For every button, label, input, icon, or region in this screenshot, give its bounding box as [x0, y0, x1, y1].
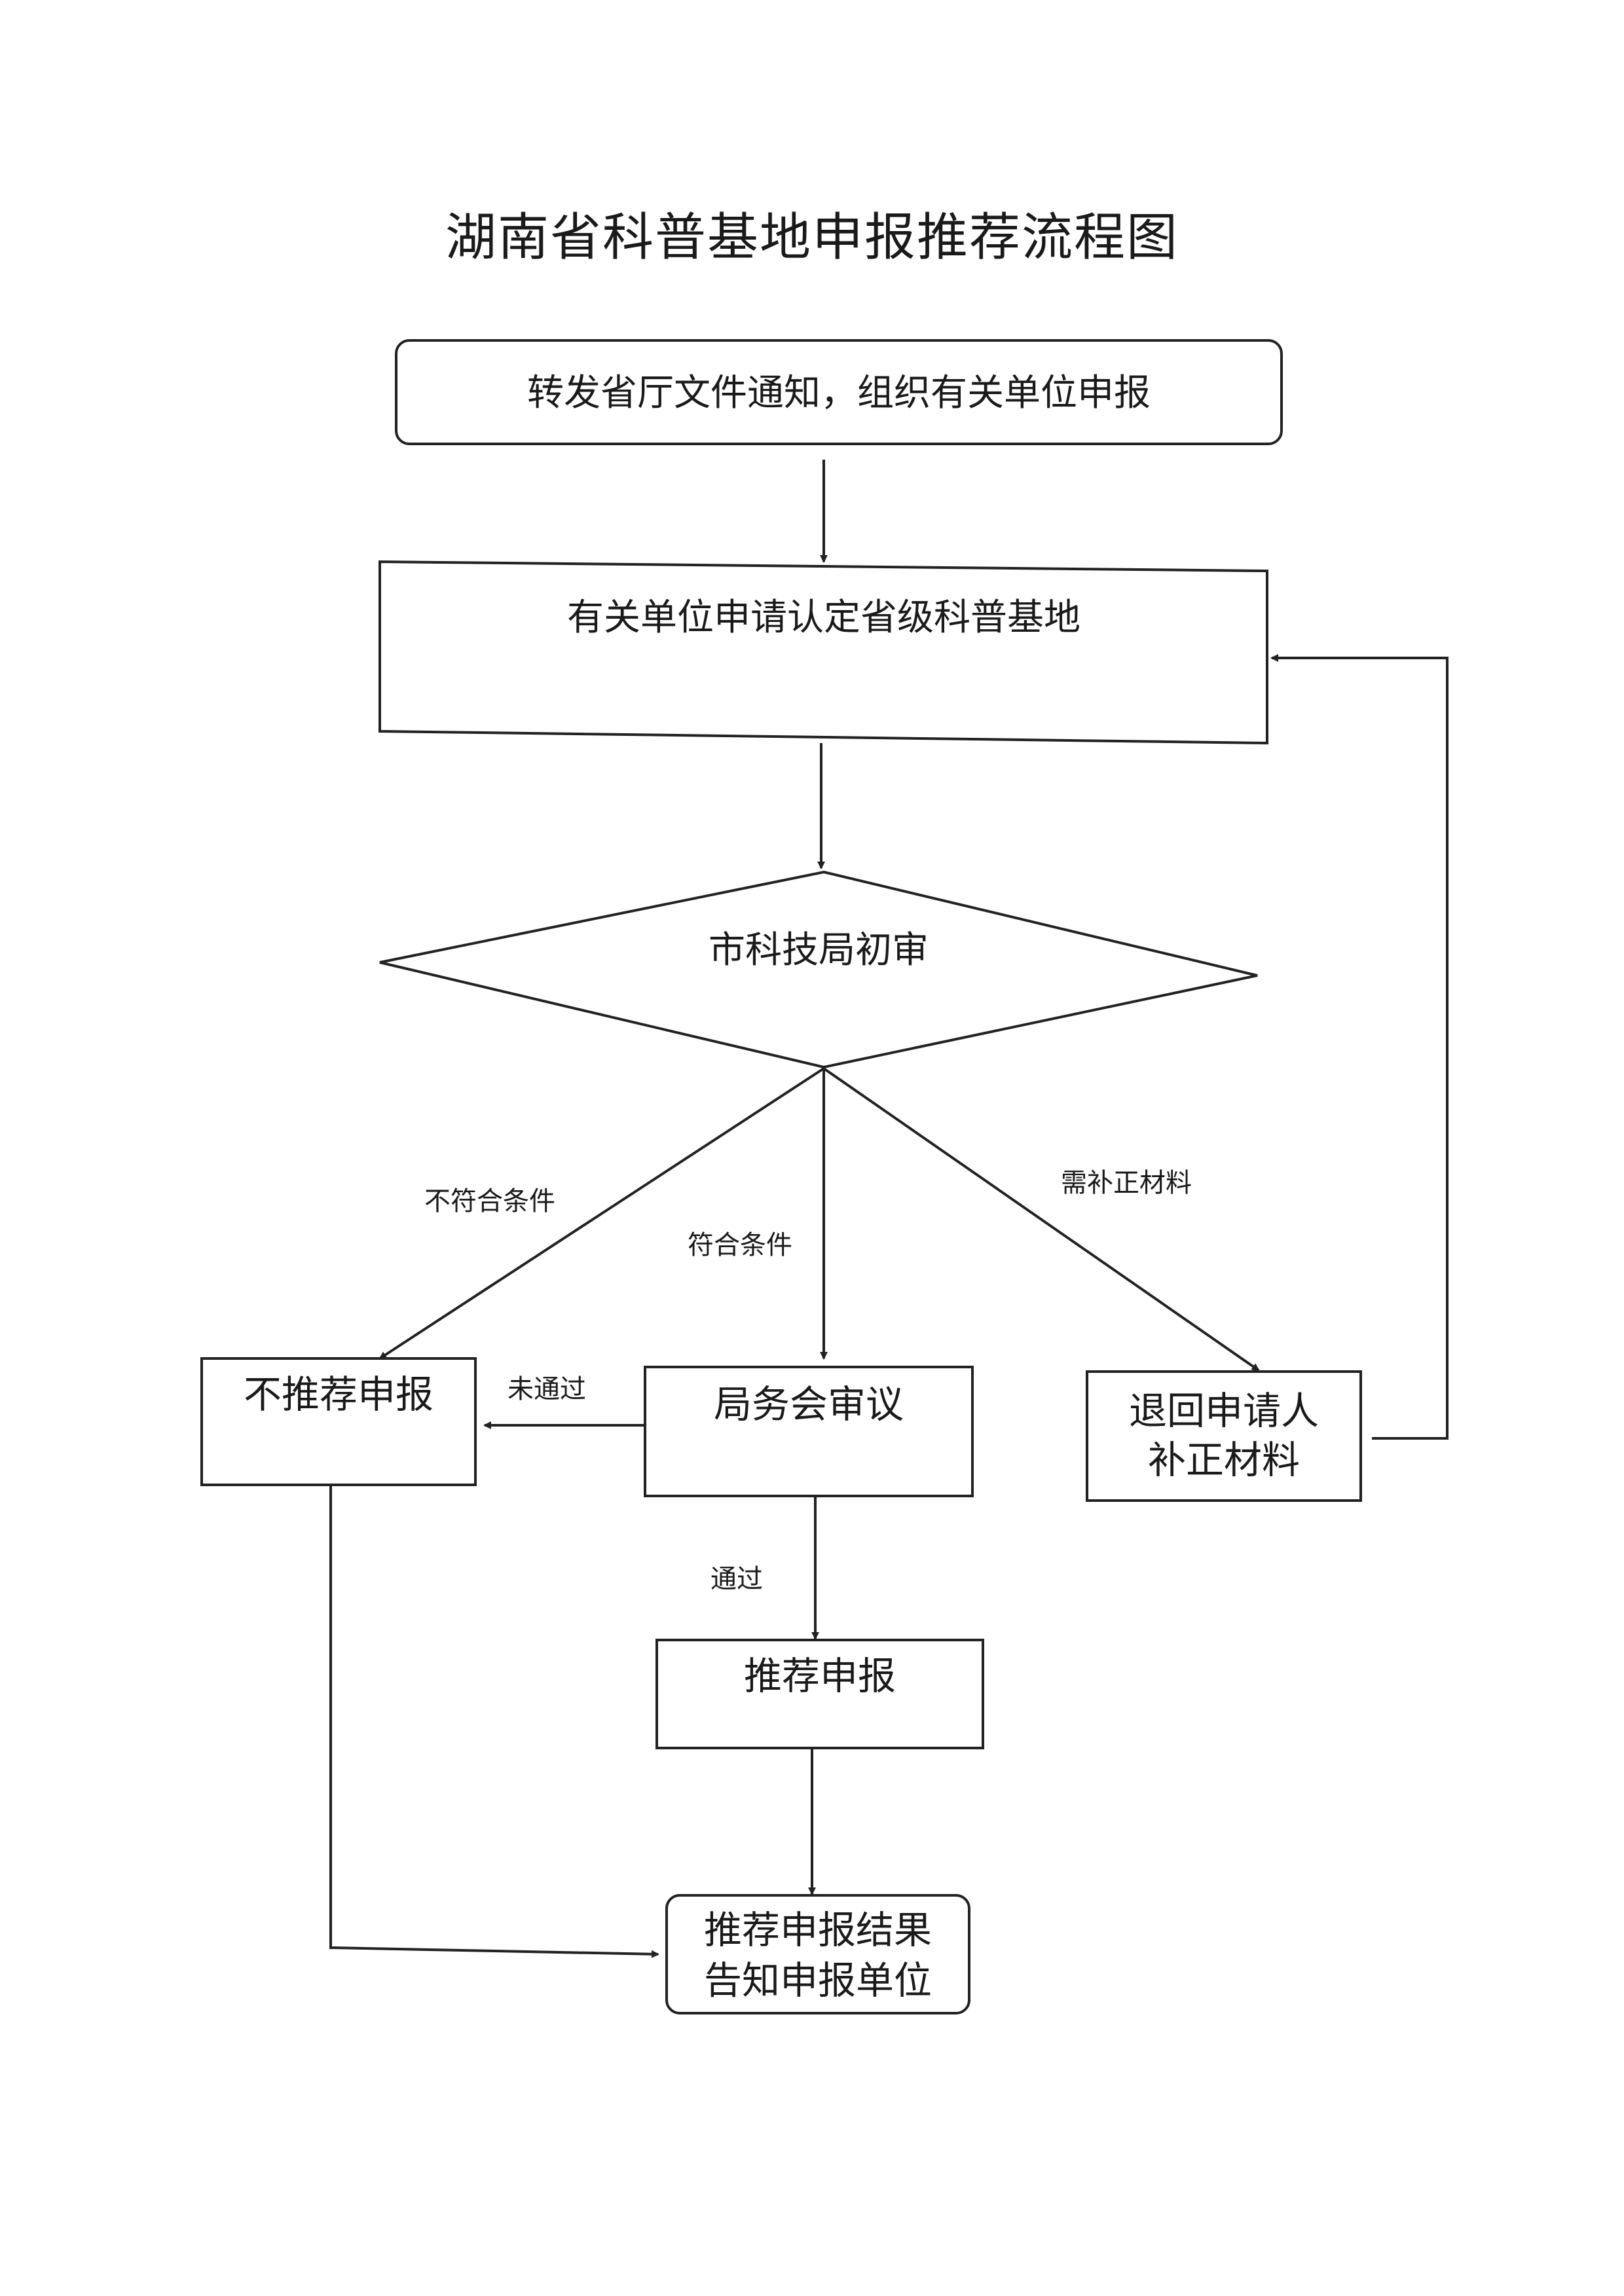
node-return-label-line2: 补正材料 — [1148, 1438, 1300, 1482]
node-initial-review: 市科技局初审 — [379, 870, 1258, 1069]
node-apply: 有关单位申请认定省级科普基地 — [378, 560, 1268, 745]
node-not-recommend-box — [200, 1357, 477, 1486]
edge-label-not-qualified: 不符合条件 — [424, 1186, 555, 1216]
node-bureau-meeting: 局务会审议 — [644, 1366, 974, 1497]
node-recommend: 推荐申报 — [655, 1639, 984, 1749]
node-apply-box — [378, 560, 1268, 745]
node-recommend-box — [655, 1639, 984, 1749]
edge-return-to-apply — [1270, 654, 1449, 1440]
node-result-label-line2: 告知申报单位 — [704, 1958, 932, 2003]
node-forward-notice: 转发省厅文件通知，组织有关单位申报 — [395, 339, 1283, 445]
edge-labels: 不符合条件 符合条件 需补正材料 未通过 通过 — [424, 1168, 1192, 1594]
edge-label-needs-correction: 需补正材料 — [1061, 1168, 1192, 1198]
edge-review-to-return — [822, 1067, 1260, 1372]
node-recommend-label: 推荐申报 — [744, 1654, 896, 1698]
edges — [329, 460, 1449, 1958]
node-initial-review-label: 市科技局初审 — [709, 929, 929, 972]
edge-label-not-passed: 未通过 — [507, 1374, 586, 1404]
node-result-label-line1: 推荐申报结果 — [704, 1908, 932, 1952]
edge-label-passed: 通过 — [710, 1564, 763, 1594]
node-bureau-meeting-label: 局务会审议 — [714, 1382, 904, 1427]
page-title: 湖南省科普基地申报推荐流程图 — [445, 208, 1179, 267]
node-apply-label: 有关单位申请认定省级科普基地 — [567, 596, 1080, 639]
node-result-box — [665, 1894, 970, 2014]
edge-not-recommend-to-result — [329, 1485, 659, 1958]
edge-review-to-not-recommend — [378, 1067, 825, 1360]
node-return: 退回申请人 补正材料 — [1086, 1370, 1362, 1502]
node-return-label-line1: 退回申请人 — [1129, 1389, 1319, 1433]
node-forward-notice-box — [395, 339, 1283, 445]
node-forward-notice-label: 转发省厅文件通知，组织有关单位申报 — [527, 372, 1151, 414]
node-bureau-meeting-box — [644, 1366, 974, 1497]
node-not-recommend: 不推荐申报 — [200, 1357, 477, 1486]
edge-label-qualified: 符合条件 — [688, 1230, 792, 1260]
node-result: 推荐申报结果 告知申报单位 — [665, 1894, 970, 2014]
node-initial-review-box — [379, 870, 1258, 1069]
node-not-recommend-label: 不推荐申报 — [244, 1372, 434, 1417]
node-return-box — [1086, 1370, 1362, 1502]
